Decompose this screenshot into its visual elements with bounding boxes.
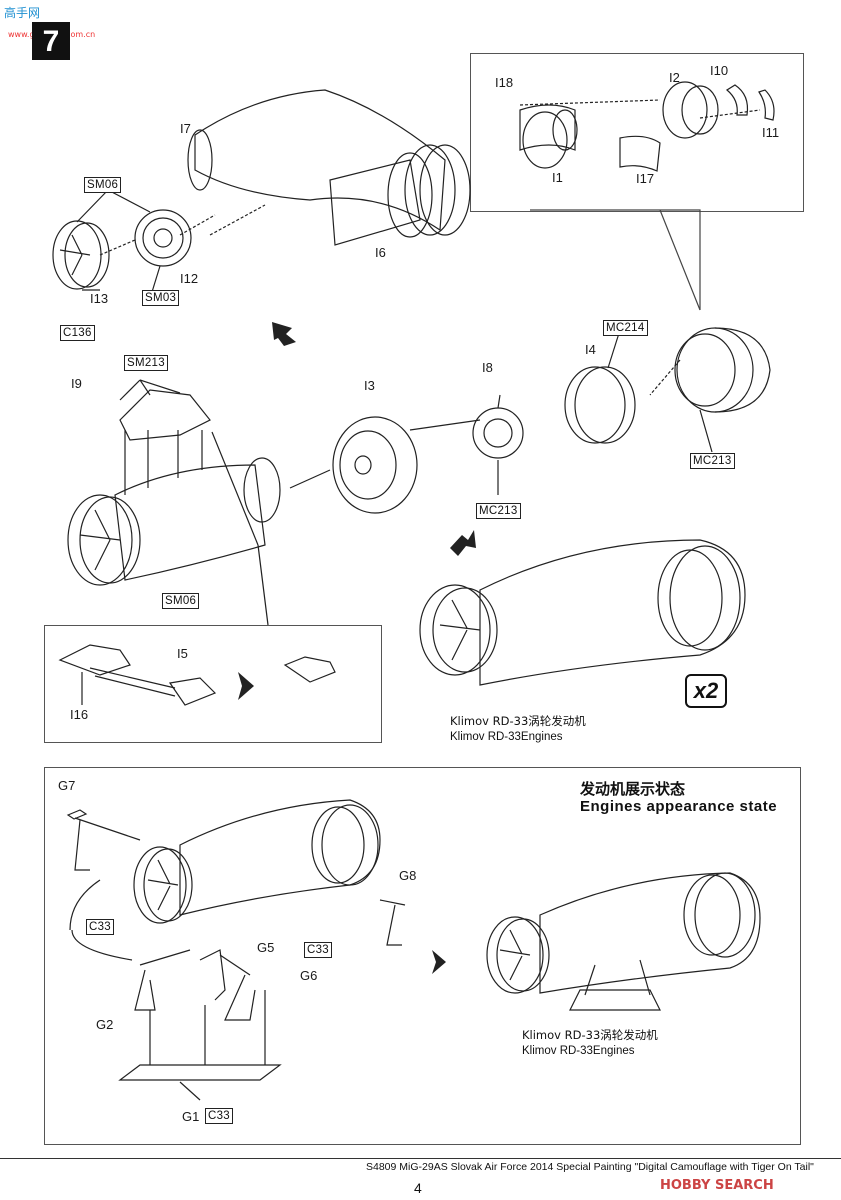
label-G1: G1 <box>182 1109 200 1124</box>
partcode-C33-left: C33 <box>86 919 114 935</box>
partcode-SM06-top: SM06 <box>84 177 122 193</box>
label-G8: G8 <box>399 868 417 883</box>
label-G6: G6 <box>300 968 318 983</box>
partcode-C33-bottom: C33 <box>205 1108 233 1124</box>
partcode-C136: C136 <box>60 325 95 341</box>
label-I17: I17 <box>636 171 655 186</box>
label-I16: I16 <box>70 707 89 722</box>
label-G2: G2 <box>96 1017 114 1032</box>
partcode-SM213: SM213 <box>124 355 168 371</box>
engine-caption-bottom-cn: Klimov RD-33涡轮发动机 <box>522 1028 658 1042</box>
label-I4: I4 <box>585 342 596 357</box>
label-I3: I3 <box>364 378 375 393</box>
footer-divider <box>0 1158 841 1159</box>
label-I11: I11 <box>762 125 780 140</box>
partcode-SM06-middle: SM06 <box>162 593 200 609</box>
label-I7: I7 <box>180 121 191 136</box>
label-G5: G5 <box>257 940 275 955</box>
label-I13: I13 <box>90 291 109 306</box>
brand-watermark: HOBBY SEARCH <box>660 1178 774 1193</box>
watermark-logo: 高手网 <box>4 6 41 20</box>
engine-caption-top: Klimov RD-33涡轮发动机 Klimov RD-33Engines <box>450 713 586 745</box>
label-I6: I6 <box>375 245 386 260</box>
engine-caption-bottom: Klimov RD-33涡轮发动机 Klimov RD-33Engines <box>522 1027 658 1059</box>
label-I2: I2 <box>669 70 680 85</box>
label-I12: I12 <box>180 271 199 286</box>
label-I8: I8 <box>482 360 493 375</box>
engine-caption-bottom-en: Klimov RD-33Engines <box>522 1045 635 1057</box>
partcode-MC214: MC214 <box>603 320 648 336</box>
display-stand-box <box>44 767 801 1145</box>
page-number: 4 <box>414 1180 422 1196</box>
detail-box-bracket <box>44 625 382 743</box>
label-G7: G7 <box>58 778 76 793</box>
partcode-MC213-right: MC213 <box>690 453 735 469</box>
display-state-title-en: Engines appearance state <box>580 798 778 815</box>
engine-caption-top-cn: Klimov RD-33涡轮发动机 <box>450 714 586 728</box>
display-state-title-cn: 发动机展示状态 <box>580 780 686 798</box>
label-I10: I10 <box>710 63 729 78</box>
engine-caption-top-en: Klimov RD-33Engines <box>450 731 563 743</box>
quantity-multiplier: x2 <box>685 674 727 708</box>
step-number: 7 <box>32 22 70 60</box>
partcode-SM03: SM03 <box>142 290 180 306</box>
detail-box-exhaust <box>470 53 804 212</box>
partcode-MC213-center: MC213 <box>476 503 521 519</box>
label-I1: I1 <box>552 170 563 185</box>
label-I5: I5 <box>177 646 188 661</box>
partcode-C33-middle: C33 <box>304 942 332 958</box>
label-I18: I18 <box>495 75 514 90</box>
label-I9: I9 <box>71 376 82 391</box>
footer-kit-title: S4809 MiG-29AS Slovak Air Force 2014 Spe… <box>366 1161 814 1173</box>
